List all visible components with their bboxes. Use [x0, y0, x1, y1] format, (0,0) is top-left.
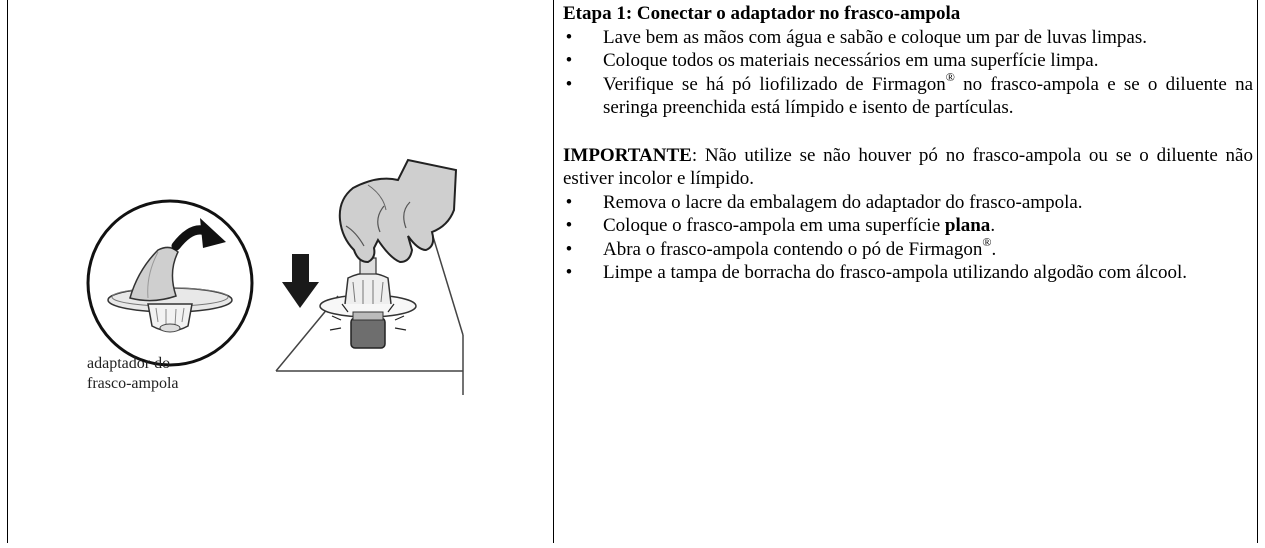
important-label: IMPORTANTE: [563, 144, 692, 166]
bullet-icon: •: [565, 26, 573, 48]
hand-icon: [338, 158, 458, 264]
bullet-icon: •: [565, 215, 573, 236]
important-note: IMPORTANTE: Não utilize se não houver pó…: [563, 144, 1253, 191]
vial-adapter-drawing: [86, 158, 464, 395]
bullet-list-1: • Lave bem as mãos com água e sabão e co…: [563, 26, 1253, 120]
registered-mark: ®: [945, 70, 955, 85]
list-item-text: Verifique se há pó liofilizado de Firmag…: [603, 70, 1254, 118]
down-arrow-icon: [282, 254, 319, 308]
emphasis-plana: plana: [944, 215, 991, 236]
instructions-column: Etapa 1: Conectar o adaptador no frasco-…: [563, 0, 1253, 285]
caption-line-2: frasco-ampola: [87, 375, 179, 392]
list-item-text: Limpe a tampa de borracha do frasco-ampo…: [603, 262, 1188, 283]
list-item: • Coloque todos os materiais necessários…: [563, 49, 1253, 73]
instruction-table: adaptador do frasco-ampola Etapa 1: Cone…: [7, 0, 1258, 543]
list-item: • Remova o lacre da embalagem do adaptad…: [563, 191, 1253, 215]
caption-line-1: adaptador do: [87, 355, 171, 372]
list-item-text: Remova o lacre da embalagem do adaptador…: [603, 191, 1083, 213]
bullet-icon: •: [565, 191, 573, 213]
list-item-text: Abra o frasco-ampola contendo o pó de Fi…: [603, 235, 997, 260]
registered-mark: ®: [982, 235, 992, 250]
bullet-icon: •: [565, 50, 573, 71]
list-item-text: Coloque todos os materiais necessários e…: [603, 50, 1099, 71]
list-item: • Limpe a tampa de borracha do frasco-am…: [563, 261, 1253, 285]
bullet-icon: •: [565, 238, 573, 260]
bullet-icon: •: [565, 262, 573, 283]
list-item-text: Coloque o frasco-ampola em uma superfíci…: [603, 215, 996, 236]
figure-caption: adaptador do frasco-ampola: [87, 354, 247, 394]
bullet-list-2: • Remova o lacre da embalagem do adaptad…: [563, 191, 1253, 285]
list-item: • Lave bem as mãos com água e sabão e co…: [563, 26, 1253, 50]
bullet-icon: •: [565, 73, 573, 95]
important-text: : Não utilize se não houver pó no frasco…: [563, 144, 1253, 190]
adapter-closeup-icon: [86, 199, 254, 367]
column-divider: [553, 0, 554, 543]
list-item: • Abra o frasco-ampola contendo o pó de …: [563, 235, 1253, 262]
vial-icon: [319, 257, 417, 349]
list-item: • Coloque o frasco-ampola em uma superfí…: [563, 214, 1253, 238]
list-item-text: Lave bem as mãos com água e sabão e colo…: [603, 26, 1147, 48]
list-item: • Verifique se há pó liofilizado de Firm…: [563, 70, 1254, 120]
step-heading: Etapa 1: Conectar o adaptador no frasco-…: [563, 3, 961, 24]
adapter-illustration: adaptador do frasco-ampola: [8, 0, 553, 543]
